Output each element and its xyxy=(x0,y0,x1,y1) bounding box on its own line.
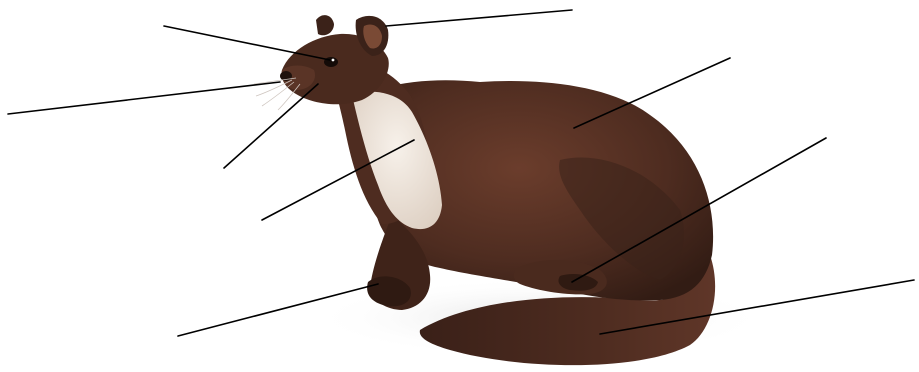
ear-far xyxy=(316,15,334,35)
leader-line-whiskers xyxy=(224,84,318,168)
leader-line-nose xyxy=(8,82,280,114)
leader-line-eye xyxy=(164,26,330,60)
leader-line-ear xyxy=(386,10,572,26)
eye-glint xyxy=(332,59,335,62)
